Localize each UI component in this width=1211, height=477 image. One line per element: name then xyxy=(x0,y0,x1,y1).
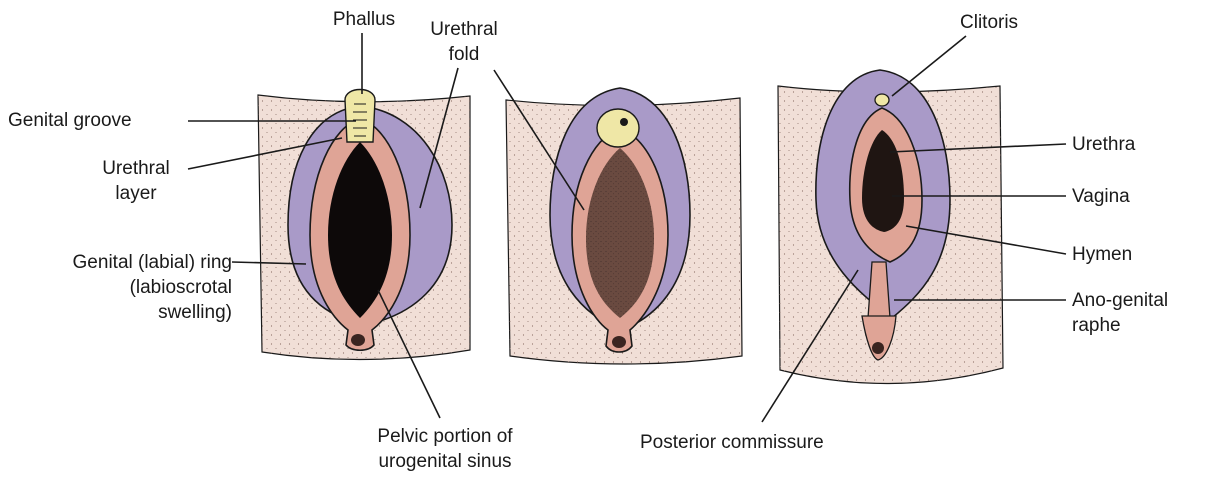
urogenital-sinus-early xyxy=(328,142,392,318)
label-urethral-layer-line1: Urethral xyxy=(102,158,170,179)
label-urethral-layer-line2: layer xyxy=(115,183,157,204)
label-ano-genital-raphe-line1: Ano-genital xyxy=(1072,290,1169,311)
label-urethral-layer: Urethral layer xyxy=(84,156,188,206)
label-genital-ring-line1: Genital (labial) ring xyxy=(72,252,232,273)
clitoris-glans xyxy=(874,93,890,107)
label-genital-ring-line3: swelling) xyxy=(158,302,232,323)
label-vagina: Vagina xyxy=(1072,186,1130,207)
panel-late xyxy=(777,69,1004,385)
label-posterior-commissure: Posterior commissure xyxy=(640,432,824,453)
panel-middle xyxy=(505,87,743,365)
label-hymen: Hymen xyxy=(1072,244,1133,265)
label-urethral-fold: Urethral fold xyxy=(416,17,512,67)
label-urethral-fold-line1: Urethral xyxy=(430,19,498,40)
label-ano-genital-raphe: Ano-genital raphe xyxy=(1072,288,1168,338)
label-pelvic-portion: Pelvic portion of urogenital sinus xyxy=(340,424,550,474)
ano-genital-raphe-band xyxy=(867,261,891,319)
label-genital-ring-line2: (labioscrotal xyxy=(129,277,232,298)
label-urethral-fold-line2: fold xyxy=(448,44,480,65)
label-pelvic-portion-line2: urogenital sinus xyxy=(378,451,512,472)
vestibule xyxy=(862,130,904,232)
label-genital-groove: Genital groove xyxy=(8,110,132,131)
label-clitoris: Clitoris xyxy=(960,12,1019,33)
phallus-middle xyxy=(596,108,640,148)
genital-groove-lines xyxy=(353,103,367,137)
label-urethra: Urethra xyxy=(1072,134,1136,155)
panel-early xyxy=(257,88,471,361)
label-genital-ring: Genital (labial) ring (labioscrotal swel… xyxy=(8,250,232,325)
perineum-bump xyxy=(861,315,897,361)
label-phallus: Phallus xyxy=(332,9,396,30)
phallus-early xyxy=(344,88,376,143)
label-ano-genital-raphe-line2: raphe xyxy=(1072,315,1121,336)
label-pelvic-portion-line1: Pelvic portion of xyxy=(377,426,513,447)
